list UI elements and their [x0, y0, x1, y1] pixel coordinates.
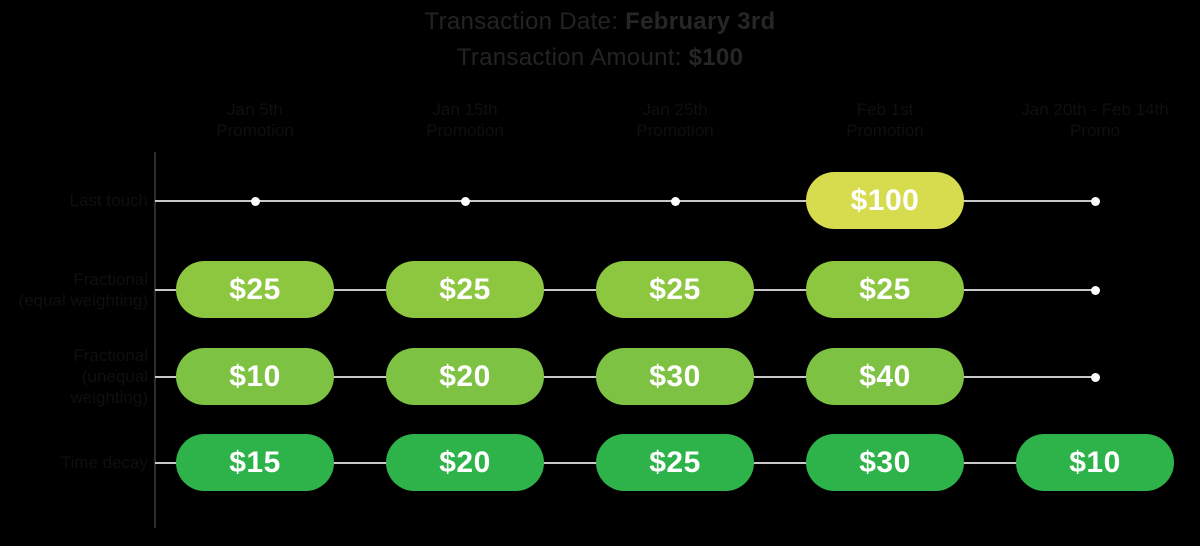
row-label: Last touch [0, 172, 148, 229]
value-pill: $20 [386, 348, 544, 405]
pill-value: $10 [1069, 445, 1121, 479]
value-pill: $10 [176, 348, 334, 405]
empty-dot [1091, 286, 1100, 295]
y-axis-line [154, 152, 156, 528]
empty-dot [461, 197, 470, 206]
value-pill: $10 [1016, 434, 1174, 491]
pill-value: $30 [859, 445, 911, 479]
pill-value: $30 [649, 359, 701, 393]
pill-value: $15 [229, 445, 281, 479]
column-header-line: Jan 15th [432, 100, 498, 119]
column-header-line: Promotion [846, 121, 924, 140]
row-label: Time decay [0, 434, 148, 491]
transaction-amount-value: $100 [688, 44, 744, 71]
title-line-2: Transaction Amount: $100 [0, 40, 1200, 76]
column-header-line: Jan 20th - Feb 14th [1021, 100, 1169, 119]
pill-value: $25 [859, 272, 911, 306]
value-pill: $25 [596, 434, 754, 491]
pill-value: $100 [850, 183, 920, 217]
transaction-date-label: Transaction Date: [424, 8, 626, 35]
pill-value: $25 [649, 445, 701, 479]
row-label-line: (unequal weighting) [70, 367, 149, 407]
column-header-line: Jan 25th [642, 100, 708, 119]
row-label-line: Fractional [73, 346, 148, 365]
empty-dot [251, 197, 260, 206]
empty-dot [1091, 373, 1100, 382]
row-label: Fractional (unequal weighting) [0, 346, 149, 407]
value-pill: $30 [596, 348, 754, 405]
chart-title: Transaction Date: February 3rd Transacti… [0, 4, 1200, 76]
column-header-line: Promo [1069, 121, 1121, 140]
title-line-1: Transaction Date: February 3rd [0, 4, 1200, 40]
column-header-line: Promotion [636, 121, 714, 140]
pill-value: $25 [229, 272, 281, 306]
value-pill: $25 [176, 261, 334, 318]
empty-dot [671, 197, 680, 206]
value-pill: $25 [806, 261, 964, 318]
row-connector-line [155, 200, 1095, 202]
row-label-line: Time decay [60, 453, 148, 472]
row-label-line: Fractional [73, 269, 148, 289]
value-pill: $30 [806, 434, 964, 491]
pill-value: $20 [439, 445, 491, 479]
value-pill: $20 [386, 434, 544, 491]
row-label-line: Last touch [69, 191, 148, 210]
pill-value: $40 [859, 359, 911, 393]
empty-dot [1091, 197, 1100, 206]
column-header-line: Promotion [426, 121, 504, 140]
pill-value: $20 [439, 359, 491, 393]
value-pill: $25 [596, 261, 754, 318]
transaction-amount-label: Transaction Amount: [456, 44, 689, 71]
value-pill: $15 [176, 434, 334, 491]
column-header-line: Jan 5th [227, 100, 283, 119]
pill-value: $25 [439, 272, 491, 306]
pill-value: $10 [229, 359, 281, 393]
value-pill: $25 [386, 261, 544, 318]
value-pill: $40 [806, 348, 964, 405]
row-label: Fractional(equal weighting) [0, 261, 148, 318]
transaction-date-value: February 3rd [625, 8, 776, 35]
row-label-line: (equal weighting) [18, 290, 148, 310]
value-pill: $100 [806, 172, 964, 229]
pill-value: $25 [649, 272, 701, 306]
column-header-line: Feb 1st [856, 100, 914, 119]
column-header-line: Promotion [216, 121, 294, 140]
